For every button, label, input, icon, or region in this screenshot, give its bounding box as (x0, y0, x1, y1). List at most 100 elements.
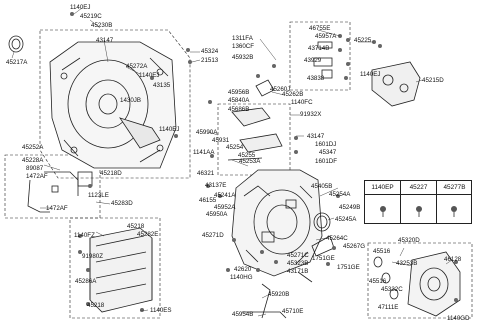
fastener-legend-table: 1140EP 45227 45277B (364, 180, 472, 224)
part-label: 43838 (307, 75, 325, 82)
part-label: 43929 (304, 57, 322, 64)
part-label: 43147 (307, 133, 325, 140)
part-label: 45253A (239, 158, 261, 165)
part-label: 45230B (91, 22, 113, 29)
part-label: 45260J (270, 86, 291, 93)
legend-header: 45227 (401, 181, 437, 195)
part-label: 45267G (343, 243, 366, 250)
part-label: 45249B (339, 204, 361, 211)
part-label: 45990A (196, 129, 218, 136)
part-label: 1140EJ (360, 71, 381, 78)
part-label: 46155 (199, 197, 217, 204)
part-label: 1140FZ (74, 232, 95, 239)
part-label: 21513 (201, 57, 219, 64)
legend-cell (401, 195, 437, 224)
part-label: 1601DF (315, 158, 338, 165)
part-label: 45228A (22, 157, 44, 164)
part-label: 42620 (234, 266, 252, 273)
part-label: 1430JB (120, 97, 141, 104)
bracket-group-box (289, 21, 351, 91)
part-label: 1140ES (150, 307, 172, 314)
part-label: 45218 (127, 223, 145, 230)
part-label: 1601DJ (315, 141, 337, 148)
legend-cell (365, 195, 401, 224)
part-label: 45931 (212, 137, 230, 144)
part-label: 45347 (319, 149, 337, 156)
part-label: 45516 (373, 248, 391, 255)
part-label: 45217A (6, 59, 28, 66)
part-label: 1472AF (46, 205, 68, 212)
legend-cell (437, 195, 472, 224)
part-label: 45254 (226, 144, 244, 151)
part-label: 45255 (238, 152, 256, 159)
part-label: 45320D (398, 237, 420, 244)
part-label: 45271D (202, 232, 224, 239)
part-label: 45952A (214, 204, 236, 211)
part-label: 1472AF (26, 173, 48, 180)
part-label: 45516 (369, 278, 387, 285)
part-label: 43171B (287, 268, 309, 275)
bolt-icon (380, 206, 386, 217)
part-label: 45219C (80, 13, 102, 20)
part-label: 45283D (111, 200, 133, 207)
part-label: 43714B (308, 45, 330, 52)
part-label: 46755E (309, 25, 331, 32)
lever-parts (313, 41, 333, 79)
part-label: 43137E (205, 182, 227, 189)
part-label: 1751GE (337, 264, 360, 271)
bolt-markers (70, 12, 458, 312)
part-label: 45218 (87, 302, 105, 309)
part-label: 1140EJ (70, 4, 91, 11)
part-label: 1140FC (291, 99, 313, 106)
valve-linkage (227, 79, 283, 161)
oil-pan-group-box (69, 217, 161, 319)
part-label: 45225 (354, 37, 372, 44)
leader-lines (11, 7, 453, 317)
part-label: 45272A (126, 63, 148, 70)
part-label: 1140HG (230, 274, 253, 281)
part-label: 45332C (381, 286, 403, 293)
part-label: 45686B (228, 106, 250, 113)
transmission-case (231, 169, 323, 277)
part-label: 45323B (287, 260, 309, 267)
cooler-pipe (27, 171, 93, 213)
part-label: 45950A (206, 211, 228, 218)
part-label: 1123LE (88, 192, 109, 199)
housing-group-box (39, 29, 191, 179)
bolt-icon (416, 206, 422, 217)
part-label: 45405B (311, 183, 333, 190)
part-label: 45252A (22, 144, 44, 151)
part-label: 45215D (422, 77, 444, 84)
part-label: 45920B (268, 291, 290, 298)
converter-housing (49, 41, 177, 169)
legend-header: 1140EP (365, 181, 401, 195)
oil-pan (89, 227, 153, 313)
part-label: 45957A (315, 33, 337, 40)
rear-cover (373, 251, 461, 317)
part-label: 1140EJ (159, 126, 180, 133)
oil-seal (8, 35, 24, 53)
part-label: 45954B (232, 311, 254, 318)
part-label: 45245A (335, 216, 357, 223)
bolt-icon (451, 206, 457, 217)
part-label: 46321 (197, 170, 215, 177)
part-label: 45932B (232, 54, 254, 61)
part-label: 45264C (326, 235, 348, 242)
part-label: 43253B (396, 260, 418, 267)
part-label: 1751GE (312, 255, 335, 262)
part-label: 45324 (201, 48, 219, 55)
part-label: 45218D (100, 170, 122, 177)
part-label: 1311FA (232, 35, 253, 42)
part-label: 45282E (137, 231, 159, 238)
part-label: 1140EJ (139, 72, 160, 79)
part-label: 45710E (282, 308, 304, 315)
part-label: 1141AA (193, 149, 215, 156)
mount-bracket (371, 61, 421, 107)
part-label: 45271C (287, 252, 309, 259)
legend-header: 45277B (437, 181, 472, 195)
part-label: 89087 (26, 165, 44, 172)
part-label: 45254A (329, 191, 351, 198)
part-label: 45840A (228, 97, 250, 104)
